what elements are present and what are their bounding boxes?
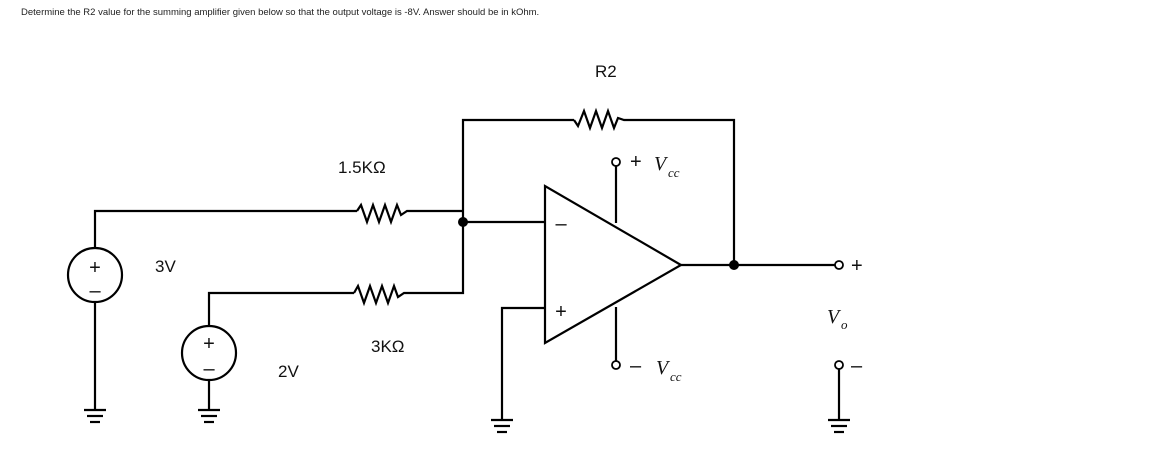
- voltage-source-2v: + –: [180, 301, 238, 410]
- output-node-dot: [729, 260, 739, 270]
- vcc-positive-sign: +: [630, 151, 642, 173]
- resistor-1-5k: [356, 201, 463, 226]
- ground-icon: [84, 408, 106, 424]
- source2-value-label: 2V: [278, 362, 299, 381]
- vcc-negative-label: V: [656, 357, 671, 379]
- op-amp: – +: [543, 184, 684, 345]
- positive-supply-terminal: [611, 157, 621, 167]
- resistor-r2-label: R2: [595, 62, 617, 81]
- source1-value-label: 3V: [155, 257, 176, 276]
- ground-icon: [828, 418, 850, 434]
- vo-subscript: o: [841, 317, 848, 332]
- voltage-source-3v: + –: [66, 220, 124, 410]
- negative-supply-terminal: [611, 360, 621, 370]
- output-terminal-positive: [834, 260, 844, 270]
- source2-minus-sign: –: [203, 358, 215, 380]
- vcc-positive-label: V: [654, 153, 669, 175]
- resistor-3k: [353, 222, 465, 307]
- vcc-negative-subscript: cc: [670, 369, 682, 384]
- summing-junction-dot: [458, 217, 468, 227]
- resistor-r2: [573, 107, 736, 265]
- output-plus-sign: +: [851, 255, 863, 277]
- ground-icon: [198, 408, 220, 424]
- vcc-negative-sign: –: [630, 355, 642, 377]
- source2-plus-sign: +: [203, 333, 215, 355]
- question-text: Determine the R2 value for the summing a…: [21, 7, 540, 18]
- source1-minus-sign: –: [89, 280, 101, 302]
- vcc-positive-subscript: cc: [668, 165, 680, 180]
- op-amp-noninverting-sign: +: [555, 301, 567, 323]
- op-amp-inverting-sign: –: [555, 213, 567, 235]
- output-minus-sign: –: [851, 355, 863, 377]
- resistor-3k-label: 3KΩ: [371, 337, 405, 356]
- vo-label: V: [827, 306, 842, 328]
- output-terminal-negative: [834, 360, 844, 370]
- ground-icon: [491, 418, 513, 434]
- resistor-1-5k-label: 1.5KΩ: [338, 158, 386, 177]
- source1-plus-sign: +: [89, 257, 101, 279]
